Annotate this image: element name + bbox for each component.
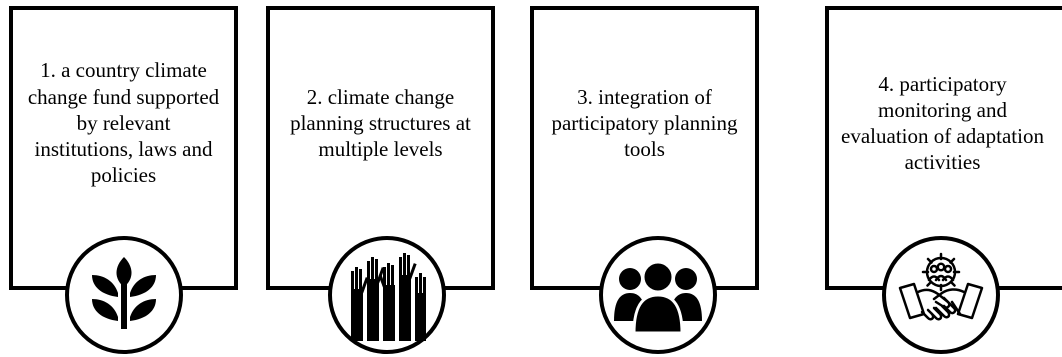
step-2-text: 2. climate change planning structures at… [290,84,471,162]
step-4-text: 4. participatory monitoring and evaluati… [841,71,1044,175]
step-1-icon-badge [65,236,183,354]
step-4-icon-badge [882,236,1000,354]
group-of-people-icon [614,260,702,335]
step-2-icon-badge [328,236,446,354]
step-3-icon-badge [599,236,717,354]
raised-hands-icon [351,253,426,341]
plant-sprout-icon [92,257,156,329]
step-3-text: 3. integration of participatory planning… [551,84,738,162]
step-1-text: 1. a country climate change fund support… [27,58,220,188]
step-panel-1: 1. a country climate change fund support… [9,6,238,290]
handshake-gear-people-icon [898,252,984,321]
